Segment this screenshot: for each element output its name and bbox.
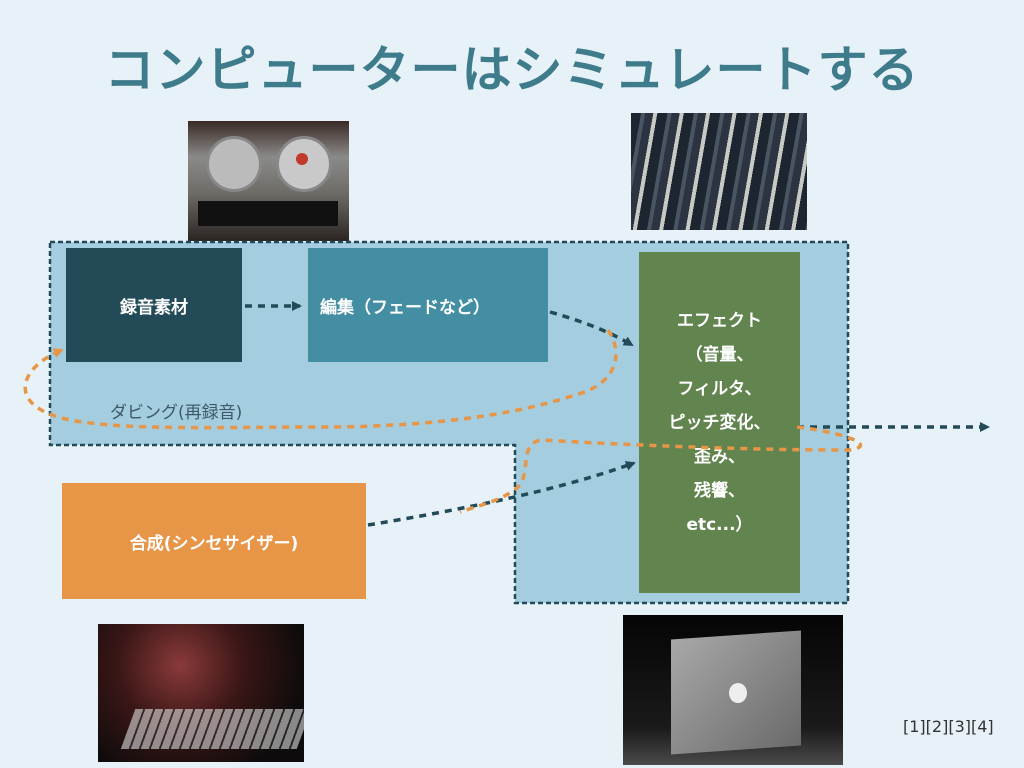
effect-box: エフェクト （音量、 フィルタ、 ピッチ変化、 歪み、 残響、 etc...）: [639, 252, 800, 593]
editing-label: 編集（フェードなど）: [320, 297, 490, 318]
synth-box: 合成(シンセサイザー): [62, 483, 366, 599]
slide-title: コンピューターはシミュレートする: [104, 41, 920, 99]
effect-line: エフェクト: [677, 310, 762, 331]
tape-recorder-photo: [188, 121, 349, 241]
effect-line: （音量、: [685, 344, 754, 365]
synth-label: 合成(シンセサイザー): [129, 533, 299, 554]
references: [1][2][3][4]: [903, 717, 994, 736]
effect-line: 残響、: [694, 480, 745, 501]
editing-box: 編集（フェードなど）: [308, 248, 548, 362]
dubbing-loop-lower: [459, 425, 863, 514]
effect-line: フィルタ、: [677, 378, 762, 399]
effect-line: 歪み、: [694, 446, 745, 467]
effect-line: ピッチ変化、: [668, 412, 771, 433]
recording-box: 録音素材: [66, 248, 242, 362]
mixing-console-photo: [631, 113, 807, 230]
effect-line: etc...）: [686, 514, 753, 535]
arrow-synth-to-effect: [367, 461, 636, 527]
dubbing-loop-upper: [23, 329, 618, 430]
laptop-photo: [623, 615, 843, 765]
synthesizer-photo: [98, 624, 304, 762]
recording-label: 録音素材: [120, 297, 188, 318]
arrow-editing-to-effect: [549, 310, 634, 347]
dubbing-label: ダビング(再録音): [110, 403, 243, 423]
